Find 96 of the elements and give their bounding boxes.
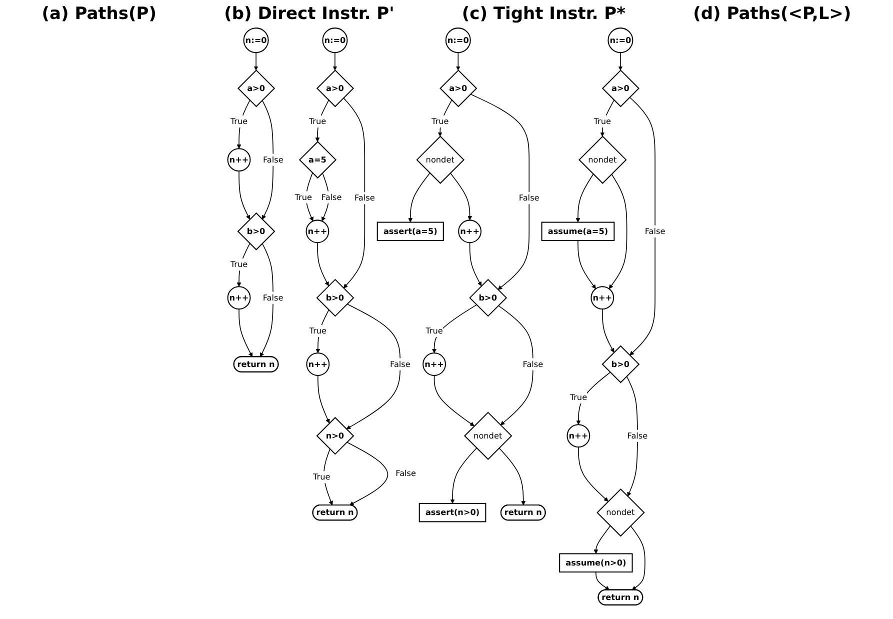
arrow [332, 52, 338, 70]
arrow [450, 448, 478, 504]
arrow [618, 52, 623, 70]
node-diamond: a>0 [602, 70, 640, 108]
node-circle: n++ [306, 220, 330, 244]
arrow [322, 172, 330, 222]
arrow [238, 308, 253, 358]
arrow [594, 525, 611, 554]
edge-label: True [426, 326, 443, 336]
node-circle: n++ [227, 148, 251, 172]
arrow [578, 446, 608, 502]
panel-title: (c) Tight Instr. P* [462, 4, 626, 24]
node-circle: n++ [306, 352, 330, 376]
node-circle: n++ [422, 352, 446, 376]
panel-title: (b) Direct Instr. P' [224, 4, 394, 24]
edge-label: True [230, 116, 248, 126]
node-diamond: a>0 [440, 70, 478, 108]
node-diamond: nondet [578, 136, 627, 184]
edge-label: True [294, 192, 312, 202]
node-box: assert(a=5) [376, 222, 444, 242]
arrow [438, 100, 452, 137]
arrow [343, 98, 366, 288]
arrow [317, 242, 329, 286]
arrow [608, 174, 628, 289]
node-circle: n:=0 [445, 28, 471, 54]
arrow [432, 304, 477, 354]
node-diamond: n>0 [316, 416, 354, 455]
node-circle: n++ [458, 220, 482, 244]
node-diamond: nondet [596, 488, 645, 537]
edge-label: False [644, 226, 666, 236]
edge-label: True [431, 116, 449, 126]
arrow [602, 308, 614, 353]
arrow [306, 172, 314, 222]
edge-label: True [309, 326, 327, 336]
node-circle: n++ [590, 286, 614, 310]
node-diamond: b>0 [316, 278, 354, 317]
arrow [498, 305, 534, 426]
arrow [626, 376, 638, 497]
arrow [346, 442, 388, 506]
edge-label: False [390, 359, 410, 369]
edge-label: False [262, 292, 284, 302]
edge-label: False [321, 192, 342, 202]
edge-label: False [522, 359, 544, 369]
edge-label: True [570, 392, 588, 402]
arrow [434, 375, 474, 426]
node-diamond: a=5 [298, 141, 337, 179]
node-circle: n:=0 [243, 28, 269, 54]
arrow [470, 94, 530, 290]
arrow [576, 174, 594, 222]
node-diamond: nondet [464, 412, 512, 460]
edge-label: False [627, 430, 648, 440]
edge-label: True [594, 116, 612, 126]
node-diamond: b>0 [469, 278, 508, 317]
node-circle: n++ [227, 286, 251, 310]
arrow [456, 52, 460, 70]
arrow [408, 172, 430, 222]
node-diamond: a>0 [237, 70, 276, 108]
arrow [469, 242, 482, 286]
arrow [315, 100, 330, 142]
arrow [236, 243, 250, 287]
edge-label: True [308, 116, 326, 126]
arrow [576, 372, 611, 425]
arrow [238, 170, 250, 220]
node-circle: n++ [566, 424, 590, 448]
arrow [596, 572, 610, 590]
arrow [578, 240, 596, 289]
arrow [450, 172, 472, 220]
panel-title: (d) Paths(<P,L>) [693, 4, 852, 24]
arrow [236, 100, 250, 149]
node-diamond: a>0 [316, 70, 354, 108]
arrow [600, 100, 614, 137]
panel-title: (a) Paths(P) [42, 4, 157, 24]
edge-label: False [262, 154, 284, 164]
arrow [316, 309, 330, 354]
node-circle: n:=0 [608, 28, 634, 54]
arrow [262, 100, 274, 220]
arrow [346, 304, 401, 430]
node-diamond: nondet [416, 136, 464, 184]
edge-label: True [313, 472, 330, 482]
arrow [630, 525, 646, 590]
arrow [498, 448, 526, 506]
arrow [318, 375, 330, 424]
edge-label: True [230, 260, 248, 270]
node-diamond: b>0 [602, 345, 640, 384]
edge-label: False [354, 193, 375, 203]
arrow [629, 96, 656, 356]
arrow [324, 448, 333, 506]
node-box: assume(a=5) [541, 222, 615, 242]
edge-label: False [518, 193, 540, 203]
node-box: assert(n>0) [418, 502, 486, 522]
node-box: assume(n>0) [559, 553, 633, 572]
edge-label: False [396, 468, 416, 478]
node-circle: n:=0 [322, 28, 348, 54]
arrow [254, 52, 258, 70]
node-diamond: b>0 [237, 212, 276, 250]
arrow [260, 243, 274, 358]
